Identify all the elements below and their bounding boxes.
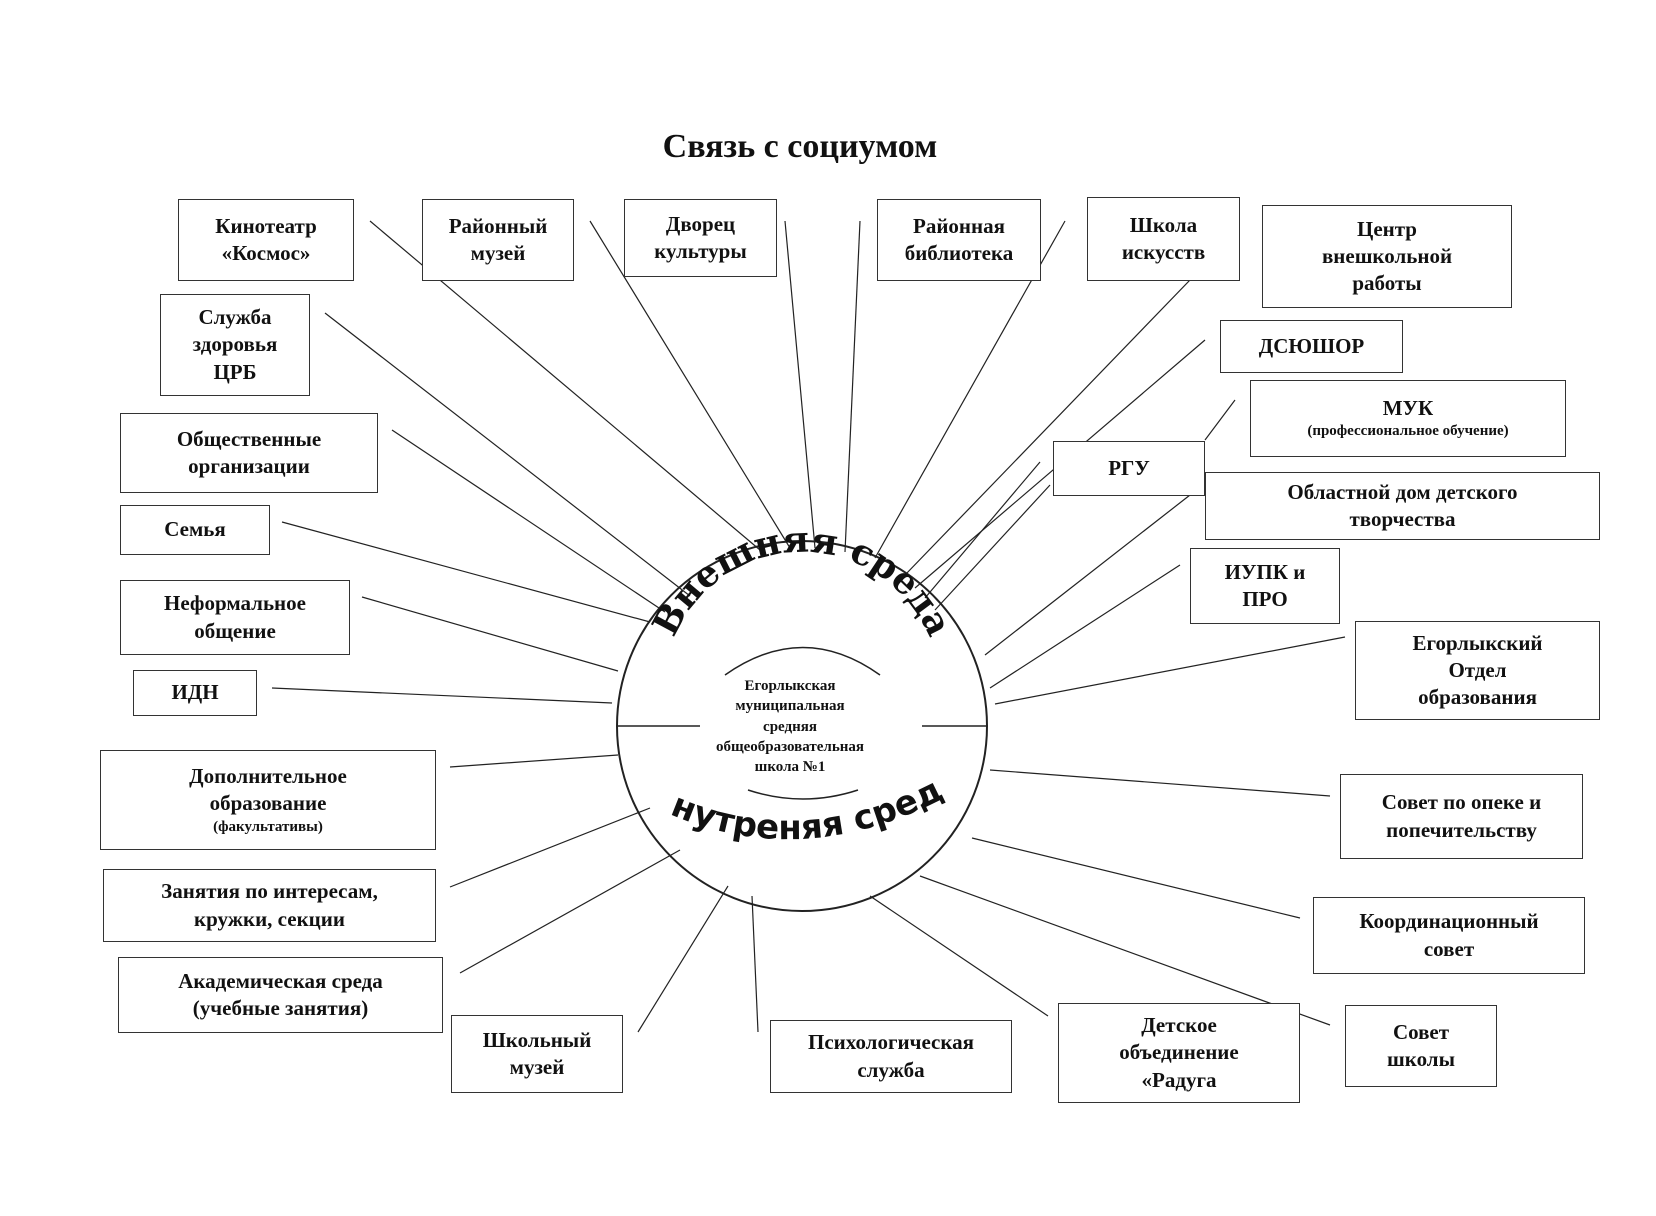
node-label-line: Академическая среда <box>178 968 383 993</box>
node-label-line: Дополнительное <box>189 763 347 788</box>
node-sovet-shkoly: Совет школы <box>1345 1005 1497 1087</box>
node-obshchestvennye-organizatsii: Общественные организации <box>120 413 378 493</box>
inner-arc-top <box>724 646 881 676</box>
node-shkolny-muzey: Школьный музей <box>451 1015 623 1093</box>
node-label-line: внешкольной <box>1321 243 1453 268</box>
node-label-line: Совет <box>1392 1019 1450 1044</box>
node-label-line: попечительству <box>1386 817 1537 842</box>
node-label-line: Занятия по интересам, <box>161 879 378 904</box>
node-dvorets-kultury: Дворец культуры <box>624 199 777 277</box>
node-sovet-po-opeke: Совет по опеке и попечительству <box>1340 774 1583 859</box>
node-label-line: совет <box>1423 936 1475 961</box>
node-label-line: Детское <box>1141 1013 1217 1038</box>
node-iupk-i-pro: ИУПК и ПРО <box>1190 548 1340 624</box>
node-label-line: организации <box>188 454 310 478</box>
node-label-line: образование <box>209 791 327 816</box>
node-detskoe-obedinenie-raduga: Детское объединение «Радуга <box>1058 1003 1300 1103</box>
node-rgu: РГУ <box>1053 441 1205 496</box>
node-label-line: МУК <box>1382 396 1434 421</box>
inner-arc-bottom <box>747 789 859 800</box>
node-shkola-iskusstv: Школа искусств <box>1087 197 1240 281</box>
node-label-line: Школа <box>1129 212 1198 237</box>
node-label-line: творчества <box>1349 507 1456 531</box>
node-label-line: искусств <box>1121 240 1206 264</box>
node-dsyushor: ДСЮШОР <box>1220 320 1403 373</box>
school-name-line: школа №1 <box>754 759 826 775</box>
node-label-line: ДСЮШОР <box>1258 333 1365 358</box>
node-label-line: (учебные занятия) <box>192 996 369 1020</box>
node-label-line: кружки, секции <box>194 906 345 931</box>
node-label-line: здоровья <box>192 332 278 357</box>
node-label-line: РГУ <box>1108 455 1150 480</box>
node-label-line: Координационный <box>1359 909 1539 934</box>
node-label-line: Семья <box>164 517 226 542</box>
node-label-line: ПРО <box>1242 587 1288 611</box>
node-label-line: Служба <box>198 305 272 330</box>
node-neformalnoe-obshchenie: Неформальное общение <box>120 580 350 655</box>
node-label-line: ИДН <box>171 680 219 705</box>
node-rayonny-muzey: Районный музей <box>422 199 574 281</box>
node-label-line: образования <box>1418 685 1537 710</box>
school-name-line: Егорлыкская <box>744 678 836 694</box>
node-label-line: (факультативы) <box>213 818 323 835</box>
node-label-line: работы <box>1352 271 1422 296</box>
node-label-line: Неформальное <box>164 591 306 616</box>
node-label-line: Совет по опеке и <box>1381 790 1542 815</box>
node-label-line: Областной дом детского <box>1287 479 1518 504</box>
node-label-line: ИУПК и <box>1224 559 1306 584</box>
node-label-line: ЦРБ <box>213 359 257 384</box>
node-label-line: Кинотеатр <box>215 213 317 238</box>
node-label-line: объединение <box>1119 1040 1239 1065</box>
node-label-line: служба <box>857 1057 925 1082</box>
node-idn: ИДН <box>133 670 257 716</box>
node-psikhologicheskaya-sluzhba: Психологическая служба <box>770 1020 1012 1093</box>
node-label-line: Районная <box>913 213 1005 238</box>
node-label-line: музей <box>470 241 526 265</box>
node-label-line: Егорлыкский <box>1412 630 1543 655</box>
node-label-line: Школьный <box>482 1027 592 1052</box>
node-label-line: школы <box>1387 1047 1455 1071</box>
node-dopolnitelnoe-obrazovanie: Дополнительное образование (факультативы… <box>100 750 436 850</box>
node-label-line: Психологическая <box>808 1030 974 1055</box>
school-name: Егорлыкская муниципальная средняя общеоб… <box>690 676 890 777</box>
node-oblastnoy-dom-detskogo-tvorchestva: Областной дом детского творчества <box>1205 472 1600 540</box>
node-label-line: Дворец <box>665 211 736 236</box>
node-label-line: Центр <box>1356 216 1417 241</box>
node-label-line: «Космос» <box>221 241 311 265</box>
node-koordinatsionny-sovet: Координационный совет <box>1313 897 1585 974</box>
school-name-line: средняя <box>763 718 817 735</box>
node-label-line: музей <box>509 1055 565 1079</box>
node-label-line: «Радуга <box>1141 1067 1217 1092</box>
node-tsentr-vneshkolnoy-raboty: Центр внешкольной работы <box>1262 205 1512 308</box>
node-muk: МУК (профессиональное обучение) <box>1250 380 1566 457</box>
node-zanyatiya-po-interesam: Занятия по интересам, кружки, секции <box>103 869 436 942</box>
node-label-line: Районный <box>448 213 548 238</box>
node-semya: Семья <box>120 505 270 555</box>
school-name-line: общеобразовательная <box>715 738 865 755</box>
node-label-line: общение <box>194 618 276 643</box>
node-akademicheskaya-sreda: Академическая среда (учебные занятия) <box>118 957 443 1033</box>
diagram-title: Связь с социумом <box>662 128 938 165</box>
node-sluzhba-zdorovya: Служба здоровья ЦРБ <box>160 294 310 396</box>
node-egorlykskiy-otdel-obrazovaniya: Егорлыкский Отдел образования <box>1355 621 1600 720</box>
node-kinoteatr: Кинотеатр «Космос» <box>178 199 354 281</box>
node-label-line: библиотека <box>904 241 1014 265</box>
node-label-line: Отдел <box>1448 657 1507 682</box>
school-name-line: муниципальная <box>735 698 845 715</box>
node-rayonnaya-biblioteka: Районная библиотека <box>877 199 1041 281</box>
node-label-line: Общественные <box>176 426 322 451</box>
node-label-line: культуры <box>654 239 747 263</box>
node-label-line: (профессиональное обучение) <box>1307 423 1509 440</box>
